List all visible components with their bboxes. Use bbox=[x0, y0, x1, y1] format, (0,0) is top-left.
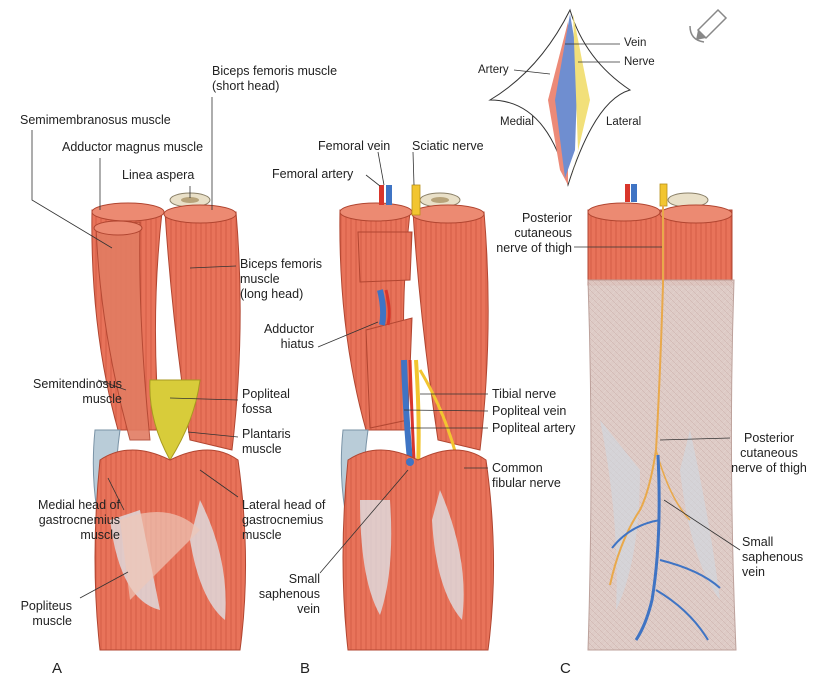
label-semimembranosus: Semimembranosus muscle bbox=[20, 113, 171, 127]
label-tibial-nerve: Tibial nerve bbox=[492, 387, 557, 401]
leader-lines bbox=[31, 43, 741, 599]
label-biceps-short-head: Biceps femoris muscle(short head) bbox=[212, 64, 338, 93]
posterior-cutaneous-nerve-c bbox=[609, 205, 664, 586]
sciatic-nerve-b bbox=[411, 184, 421, 216]
pencil-icon[interactable] bbox=[689, 8, 728, 43]
panel-label-c: C bbox=[560, 660, 571, 677]
panel-label-a: A bbox=[52, 660, 63, 677]
popliteal-fossa-inset bbox=[488, 8, 632, 187]
label-inset-vein: Vein bbox=[624, 37, 647, 49]
label-popliteal-artery: Popliteal artery bbox=[492, 421, 576, 435]
label-linea-aspera: Linea aspera bbox=[122, 168, 195, 182]
femoral-artery-b bbox=[379, 185, 384, 205]
tibial-nerve-b bbox=[414, 359, 421, 471]
popliteal-vessels-b bbox=[401, 359, 413, 461]
label-inset-nerve: Nerve bbox=[624, 56, 655, 68]
femoral-vein-b bbox=[386, 185, 392, 205]
panel-c-drawing bbox=[587, 183, 737, 651]
label-femoral-vein: Femoral vein bbox=[318, 139, 391, 153]
label-adductor-magnus: Adductor magnus muscle bbox=[62, 140, 204, 154]
label-femoral-artery: Femoral artery bbox=[272, 167, 354, 181]
panel-b-drawing bbox=[339, 184, 495, 651]
label-inset-artery: Artery bbox=[478, 64, 509, 76]
semitendinosus-muscle-a bbox=[95, 221, 151, 441]
small-saphenous-vein-c bbox=[634, 454, 661, 641]
panel-a-drawing bbox=[91, 192, 247, 651]
label-inset-medial: Medial bbox=[500, 116, 534, 128]
label-popliteal-vein: Popliteal vein bbox=[492, 404, 567, 418]
panel-label-b: B bbox=[300, 660, 311, 677]
popliteus-muscle-a bbox=[120, 512, 200, 600]
label-sciatic-nerve: Sciatic nerve bbox=[412, 139, 484, 153]
label-inset-lateral: Lateral bbox=[606, 116, 642, 128]
